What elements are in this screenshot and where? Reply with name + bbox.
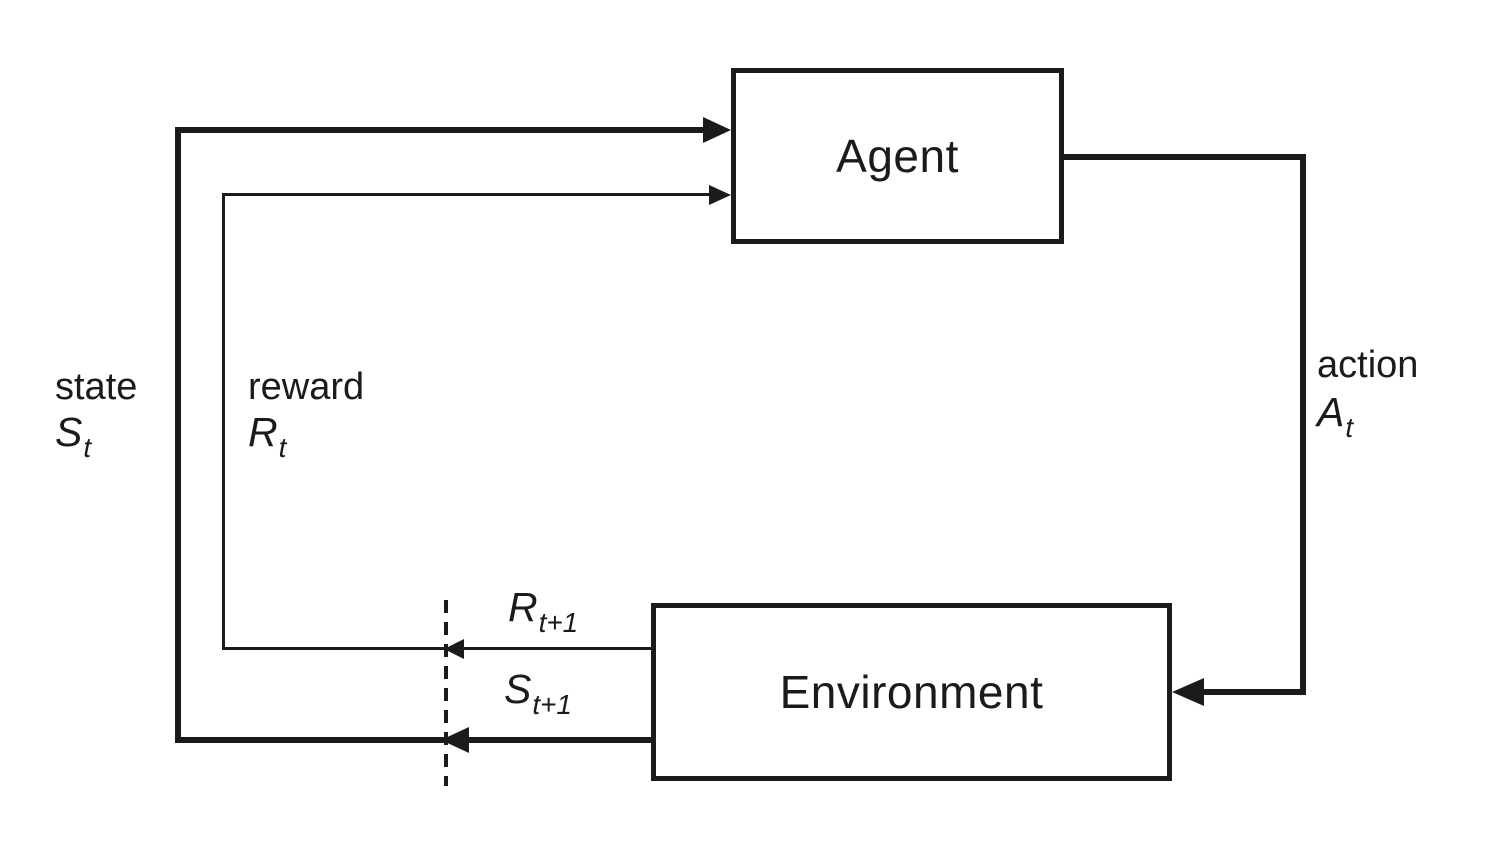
action-label: action <box>1317 344 1419 386</box>
next-state-line-from-environment <box>175 737 651 743</box>
environment-box: Environment <box>651 603 1172 781</box>
next-reward-arrowhead-icon <box>444 639 464 659</box>
action-arrowhead-icon <box>1172 678 1204 706</box>
next-state-arrowhead-icon <box>441 727 469 753</box>
reward-arrowhead-icon <box>709 185 731 205</box>
action-line-from-agent <box>1063 154 1306 160</box>
reward-line-vertical <box>222 193 225 650</box>
state-symbol: St <box>55 409 92 464</box>
environment-box-label: Environment <box>779 666 1044 718</box>
state-arrowhead-icon <box>703 117 731 143</box>
agent-box-label: Agent <box>836 130 959 182</box>
reward-symbol: Rt <box>248 409 287 464</box>
time-step-boundary-dashed-line <box>444 600 448 786</box>
next-reward-line-from-environment <box>222 647 651 650</box>
action-symbol: At <box>1317 389 1354 444</box>
state-line-to-agent <box>175 127 707 133</box>
action-line-to-environment <box>1200 689 1306 695</box>
action-line-vertical <box>1300 154 1306 695</box>
reward-line-to-agent <box>222 193 710 196</box>
state-line-vertical <box>175 127 181 743</box>
next-state-symbol: St+1 <box>504 666 572 721</box>
agent-box: Agent <box>731 68 1064 244</box>
state-label: state <box>55 366 138 408</box>
reward-label: reward <box>248 366 365 408</box>
next-reward-symbol: Rt+1 <box>508 584 579 639</box>
